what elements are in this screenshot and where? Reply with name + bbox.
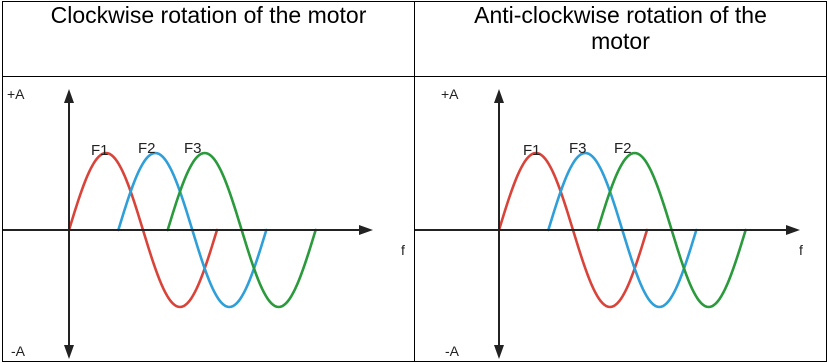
x-axis-label: f: [401, 242, 405, 258]
y-axis-top-arrow: [494, 89, 504, 103]
y-axis-top-arrow: [64, 89, 74, 103]
header-clockwise-text: Clockwise rotation of the motor: [50, 2, 367, 28]
clockwise-waveform-plot: +A -A f F1 F2 F3: [3, 86, 405, 359]
plot-cell-anticlockwise: +A -A f F1 F3 F2: [414, 76, 827, 362]
y-axis-bottom-arrow: [494, 345, 504, 359]
x-axis-label: f: [799, 242, 803, 258]
y-axis-bottom-arrow: [64, 345, 74, 359]
x-axis-arrow: [359, 225, 373, 235]
wave-label-3: F2: [614, 140, 632, 157]
x-axis-arrow: [786, 225, 800, 235]
header-clockwise: Clockwise rotation of the motor: [2, 1, 415, 77]
wave-label-1: F1: [523, 142, 541, 159]
y-axis-top-label: +A: [7, 86, 25, 102]
header-anticlockwise: Anti-clockwise rotation of the motor: [414, 1, 827, 77]
y-axis-bottom-label: -A: [11, 343, 26, 359]
wave-label-1: F1: [91, 142, 109, 159]
wave-label-3: F3: [184, 140, 202, 157]
y-axis-top-label: +A: [441, 86, 459, 102]
anticlockwise-waveform-plot: +A -A f F1 F3 F2: [415, 86, 803, 359]
wave-label-2: F3: [569, 140, 587, 157]
plot-cell-clockwise: +A -A f F1 F2 F3: [2, 76, 415, 362]
y-axis-bottom-label: -A: [445, 343, 460, 359]
header-anticlockwise-text: Anti-clockwise rotation of the motor: [474, 2, 767, 54]
wave-label-2: F2: [138, 140, 156, 157]
